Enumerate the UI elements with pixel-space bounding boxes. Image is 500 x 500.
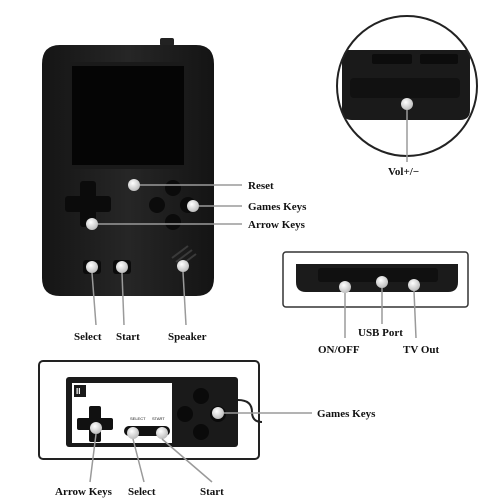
label-games-keys: Games Keys <box>248 201 307 213</box>
face-button-bottom <box>165 214 181 230</box>
pointer-dot-icon <box>116 261 128 273</box>
label-select: Select <box>74 331 102 343</box>
console-leaders <box>91 184 242 326</box>
label-on-off: ON/OFF <box>318 344 360 356</box>
label-tv-out: TV Out <box>403 344 440 356</box>
pointer-dot-icon <box>156 427 168 439</box>
controller-cable <box>237 399 263 423</box>
controller-face-left <box>177 406 193 422</box>
controller-panel: II SELECT START <box>38 360 263 460</box>
face-button-top <box>165 180 181 196</box>
screen <box>72 66 184 165</box>
pointer-dot-icon <box>128 179 140 191</box>
pointer-dot-icon <box>212 407 224 419</box>
controller-badge-text: II <box>76 387 80 396</box>
pointer-dot-icon <box>90 422 102 434</box>
label-controller-start: Start <box>200 486 224 498</box>
label-controller-select: Select <box>128 486 156 498</box>
pointer-dot-icon <box>408 279 420 291</box>
pointer-dot-icon <box>187 200 199 212</box>
pointer-dot-icon <box>86 218 98 230</box>
controller-face-top <box>193 388 209 404</box>
dpad-icon <box>65 181 111 227</box>
pointer-dot-icon <box>401 98 413 110</box>
controller-select-print: SELECT <box>130 416 146 421</box>
label-arrow-keys: Arrow Keys <box>248 219 306 231</box>
controller-label-area <box>72 383 172 409</box>
label-vol: Vol+/− <box>388 166 419 178</box>
pointer-dot-icon <box>376 276 388 288</box>
volume-zoom-circle <box>336 15 478 162</box>
controller-badge <box>74 385 86 397</box>
label-speaker: Speaker <box>168 331 207 343</box>
pointer-dot-icon <box>86 261 98 273</box>
label-reset: Reset <box>248 180 274 192</box>
pointer-dot-icon <box>177 260 189 272</box>
ports-leaders <box>344 288 417 339</box>
label-usb-port: USB Port <box>358 327 403 339</box>
handheld-console <box>42 38 214 296</box>
pointer-dot-icon <box>127 427 139 439</box>
controller-face-bottom <box>193 424 209 440</box>
ports-panel <box>282 251 469 308</box>
pointer-dot-icon <box>339 281 351 293</box>
vol-button-top <box>160 38 174 46</box>
face-button-left <box>149 197 165 213</box>
controller-leaders <box>89 412 312 483</box>
controller-start-print: START <box>152 416 165 421</box>
label-controller-arrow-keys: Arrow Keys <box>55 486 113 498</box>
label-start: Start <box>116 331 140 343</box>
label-controller-games-keys: Games Keys <box>317 408 376 420</box>
